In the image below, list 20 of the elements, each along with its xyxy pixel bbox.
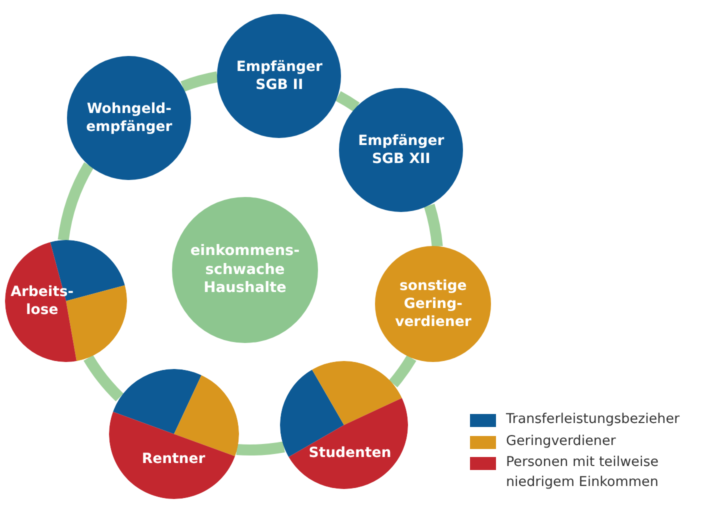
node-label: Empfänger SGB II [235,58,324,94]
connector-line [336,91,360,112]
legend-label: Transferleistungsbezieher [506,410,680,429]
node-label: Wohngeld- empfänger [85,100,174,136]
connector-line [388,355,416,388]
node-label: Rentner [140,450,206,468]
node-label: Empfänger SGB XII [357,132,446,168]
legend-label: Personen mit teilweise niedrigem Einkommen [506,453,660,492]
connector-line [84,354,124,402]
connector-line [180,71,218,92]
node-label: Studenten [308,444,392,462]
legend-label: Geringverdiener [506,432,616,451]
connector-line [58,162,94,242]
pie-circle [280,360,408,489]
connector-line [236,441,285,456]
connector-line [424,204,443,248]
pie-circle [108,368,239,499]
pie-circle [5,240,128,362]
node-label: sonstige Gering- verdiener [394,277,472,332]
node-label: einkommens- schwache Haushalte [189,242,301,298]
